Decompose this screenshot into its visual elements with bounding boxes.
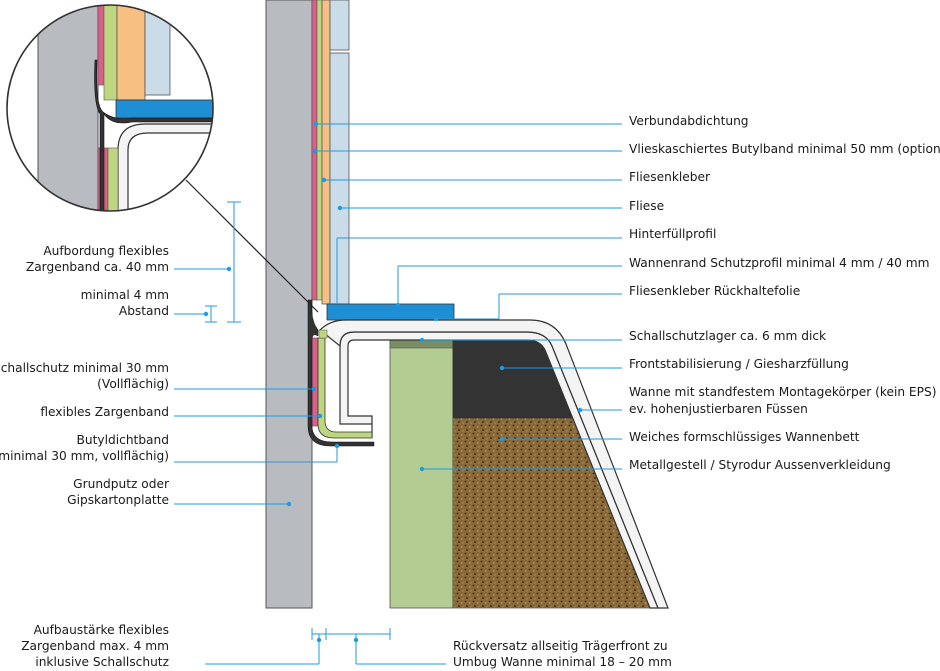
- flexible-frame-tape: [317, 337, 373, 439]
- green-strip-upper: [316, 0, 323, 301]
- label-wanne-line2: ev. hohenjustierbaren Füssen: [629, 402, 808, 416]
- annotation-hinterfuellprofil: Hinterfüllprofil: [336, 227, 716, 304]
- annotation-grundputz: Grundputz oder Gipskartonplatte: [67, 477, 292, 507]
- tile-adhesive: [321, 0, 331, 305]
- annotation-zargenband: flexibles Zargenband: [40, 405, 323, 419]
- annotation-schallschutz: Schallschutz minimal 30 mm (Vollflächig): [0, 361, 317, 392]
- dimension-aufbau: [205, 628, 327, 665]
- right-annotations: Verbundabdichtung Vlieskaschiertes Butyl…: [312, 114, 940, 472]
- sound-insulation-strip: [311, 337, 319, 427]
- annotation-rueckhaltefolie: Fliesenkleber Rückhaltefolie: [433, 284, 800, 322]
- label-rueck-line2: Umbug Wanne minimal 18 – 20 mm: [453, 655, 672, 669]
- left-annotations: Aufbordung flexibles Zargenband ca. 40 m…: [0, 201, 340, 507]
- label-hinterfuellprofil: Hinterfüllprofil: [629, 227, 716, 241]
- label-wannenrand: Wannenrand Schutzprofil minimal 4 mm / 4…: [629, 256, 929, 270]
- tub-rim: [319, 319, 669, 609]
- label-schallschutzlager: Schallschutzlager ca. 6 mm dick: [629, 329, 827, 343]
- annotation-schallschutzlager: Schallschutzlager ca. 6 mm dick: [419, 329, 827, 343]
- dimension-aufbordung: [174, 201, 241, 323]
- annotation-wannenbett: Weiches formschlüssiges Wannenbett: [499, 430, 860, 444]
- label-butylband: Vlieskaschiertes Butylband minimal 50 mm…: [629, 142, 940, 156]
- annotation-verbundabdichtung: Verbundabdichtung: [313, 114, 749, 128]
- label-rueck-line1: Rückversatz allseitig Trägerfront zu: [453, 639, 668, 653]
- annotation-butyl: Butyldichtband (minimal 30 mm, vollfläch…: [0, 433, 340, 463]
- annotation-butylband: Vlieskaschiertes Butylband minimal 50 mm…: [312, 142, 940, 156]
- label-aufbau-line1: Aufbaustärke flexibles: [34, 623, 169, 637]
- label-grundputz-line2: Gipskartonplatte: [67, 493, 169, 507]
- tile-lower: [329, 52, 350, 305]
- label-schallschutz-line1: Schallschutz minimal 30 mm: [0, 361, 169, 375]
- label-rueckhaltefolie: Fliesenkleber Rückhaltefolie: [629, 284, 800, 298]
- annotation-fliese: Fliese: [337, 199, 664, 213]
- label-wanne-line1: Wanne mit standfestem Montagekörper (kei…: [629, 385, 936, 399]
- label-frontstabilisierung: Frontstabilisierung / Giesharzfüllung: [629, 357, 849, 371]
- label-aufbordung-line2: Zargenband ca. 40 mm: [26, 260, 169, 274]
- label-zargenband: flexibles Zargenband: [40, 405, 169, 419]
- label-schallschutz-line2: (Vollflächig): [97, 377, 169, 391]
- butyl-sealing-tape: [307, 299, 375, 447]
- cross-section: [265, 0, 669, 609]
- label-fliese: Fliese: [629, 199, 664, 213]
- label-butyl-line2: (minimal 30 mm, vollflächig): [0, 449, 169, 463]
- annotation-frontstabilisierung: Frontstabilisierung / Giesharzfüllung: [499, 357, 849, 371]
- label-abstand-line1: minimal 4 mm: [81, 288, 169, 302]
- annotation-metallgestell: Metallgestell / Styrodur Aussenverkleidu…: [419, 458, 891, 472]
- detail-magnifier: [6, 4, 319, 313]
- dimension-rueckversatz: [325, 628, 446, 665]
- label-aufbau-line3: inklusive Schallschutz: [35, 655, 169, 669]
- label-fliesenkleber: Fliesenkleber: [629, 170, 711, 184]
- tile-upper: [329, 0, 350, 51]
- label-grundputz-line1: Grundputz oder: [73, 477, 170, 491]
- label-wannenbett: Weiches formschlüssiges Wannenbett: [629, 430, 860, 444]
- label-metallgestell: Metallgestell / Styrodur Aussenverkleidu…: [629, 458, 891, 472]
- label-butyl-line1: Butyldichtband: [77, 433, 169, 447]
- annotation-wannenrand: Wannenrand Schutzprofil minimal 4 mm / 4…: [395, 256, 929, 308]
- label-aufbordung-line1: Aufbordung flexibles: [43, 244, 169, 258]
- dimension-abstand: [174, 305, 217, 323]
- annotation-wanne: Wanne mit standfestem Montagekörper (kei…: [577, 385, 936, 416]
- annotation-fliesenkleber: Fliesenkleber: [321, 170, 711, 184]
- green-backing: [318, 329, 328, 339]
- wall-plaster: [265, 0, 313, 609]
- bottom-annotations: Aufbaustärke flexibles Zargenband max. 4…: [21, 623, 672, 669]
- label-abstand-line2: Abstand: [119, 304, 169, 318]
- label-verbundabdichtung: Verbundabdichtung: [629, 114, 749, 128]
- label-aufbau-line2: Zargenband max. 4 mm: [21, 639, 169, 653]
